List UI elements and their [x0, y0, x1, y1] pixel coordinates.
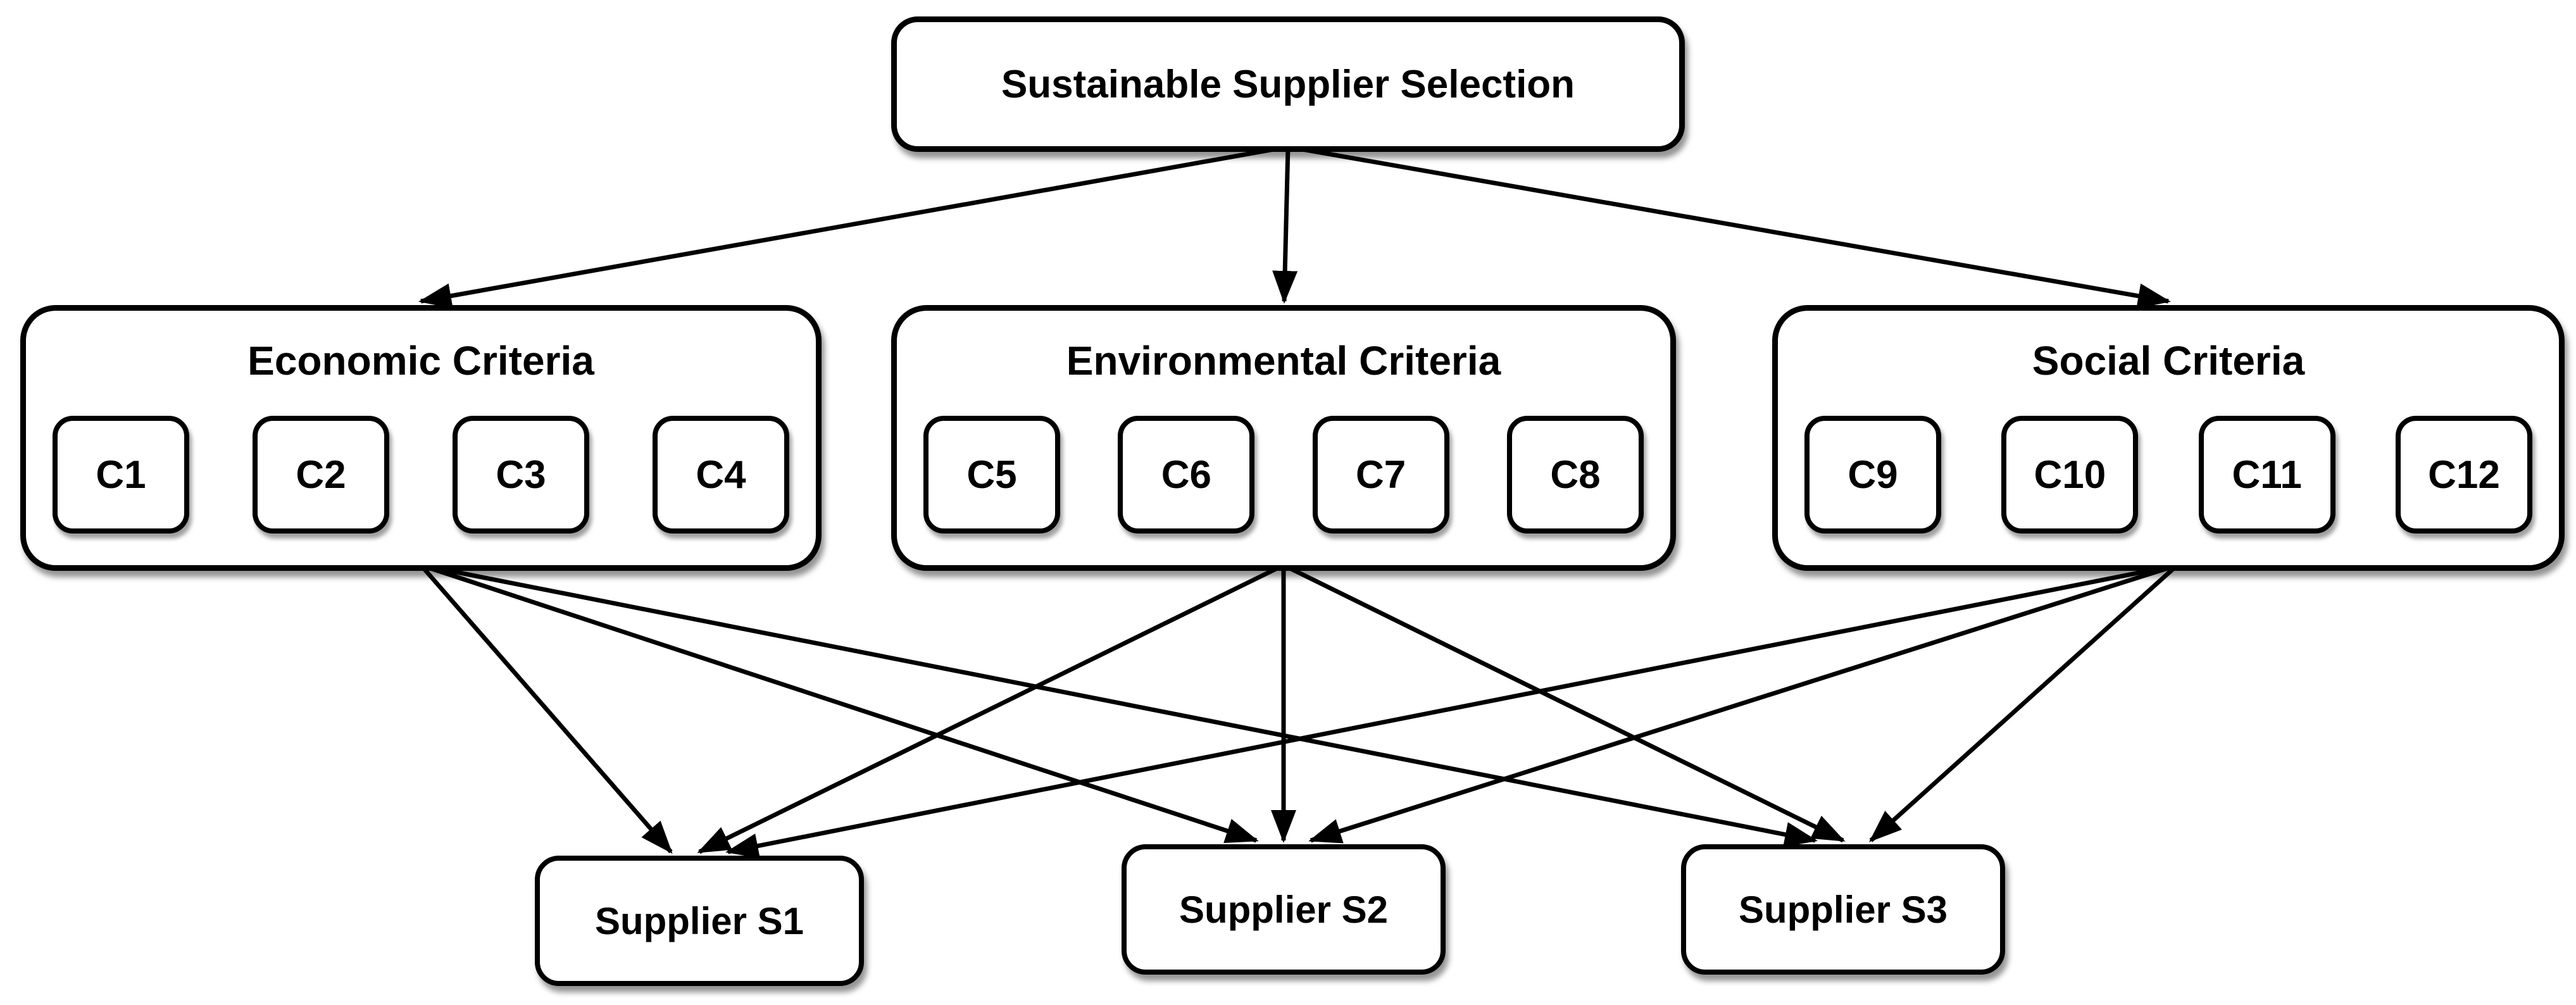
- edge-environmental-to-s3: [1282, 563, 1846, 843]
- sub-criterion-c4: C4: [653, 416, 789, 534]
- sub-criterion-c7: C7: [1312, 416, 1449, 534]
- edge-social-to-s3: [1869, 563, 2179, 842]
- sub-criterion-label: C5: [966, 453, 1017, 497]
- sub-criteria-row: C1 C2 C3 C4: [26, 416, 816, 534]
- group-title: Social Criteria: [2032, 338, 2305, 384]
- edge-root-to-social: [1287, 144, 2171, 309]
- edge-environmental-to-s1: [697, 563, 1285, 854]
- edge-social-to-s1: [725, 563, 2178, 859]
- sub-criterion-label: C12: [2428, 453, 2500, 497]
- sub-criterion-label: C10: [2034, 453, 2106, 497]
- edge-economic-to-s1: [419, 563, 673, 854]
- sub-criterion-c1: C1: [53, 416, 189, 534]
- group-social-criteria: Social Criteria C9 C10 C11 C12: [1772, 305, 2565, 571]
- group-title: Economic Criteria: [247, 338, 594, 384]
- sub-criterion-label: C2: [296, 453, 346, 497]
- node-supplier-s1: Supplier S1: [535, 856, 864, 986]
- sub-criterion-c3: C3: [453, 416, 589, 534]
- node-supplier-s2: Supplier S2: [1122, 844, 1446, 975]
- edge-root-to-economic: [418, 144, 1289, 309]
- sub-criteria-row: C9 C10 C11 C12: [1778, 416, 2559, 534]
- sub-criteria-row: C5 C6 C7 C8: [897, 416, 1670, 534]
- sub-criterion-c10: C10: [2001, 416, 2139, 534]
- supplier-label: Supplier S3: [1738, 888, 1948, 931]
- supplier-label: Supplier S1: [594, 899, 804, 942]
- sub-criterion-label: C1: [96, 453, 146, 497]
- sub-criterion-c5: C5: [923, 416, 1060, 534]
- group-environmental-criteria: Environmental Criteria C5 C6 C7 C8: [891, 305, 1676, 571]
- group-economic-criteria: Economic Criteria C1 C2 C3 C4: [20, 305, 822, 571]
- edge-economic-to-s3: [420, 563, 1818, 847]
- sub-criterion-c8: C8: [1506, 416, 1644, 534]
- edge-social-to-s2: [1308, 563, 2179, 844]
- node-supplier-s3: Supplier S3: [1681, 844, 2005, 975]
- sub-criterion-c9: C9: [1804, 416, 1941, 534]
- sub-criterion-label: C8: [1550, 453, 1601, 497]
- node-root-label: Sustainable Supplier Selection: [1001, 62, 1575, 106]
- sub-criterion-c11: C11: [2198, 416, 2335, 534]
- sub-criterion-c2: C2: [253, 416, 389, 534]
- node-root: Sustainable Supplier Selection: [891, 16, 1685, 152]
- sub-criterion-label: C4: [696, 453, 746, 497]
- sub-criterion-label: C11: [2232, 453, 2302, 497]
- sub-criterion-label: C7: [1356, 453, 1406, 497]
- sub-criterion-label: C3: [496, 453, 546, 497]
- edge-root-to-environmental: [1272, 146, 1298, 304]
- sub-criterion-c6: C6: [1118, 416, 1255, 534]
- sub-criterion-c12: C12: [2395, 416, 2532, 534]
- edge-economic-to-s2: [420, 563, 1259, 843]
- sub-criterion-label: C6: [1161, 453, 1211, 497]
- sub-criterion-label: C9: [1848, 453, 1898, 497]
- supplier-label: Supplier S2: [1179, 888, 1389, 931]
- group-title: Environmental Criteria: [1066, 338, 1501, 384]
